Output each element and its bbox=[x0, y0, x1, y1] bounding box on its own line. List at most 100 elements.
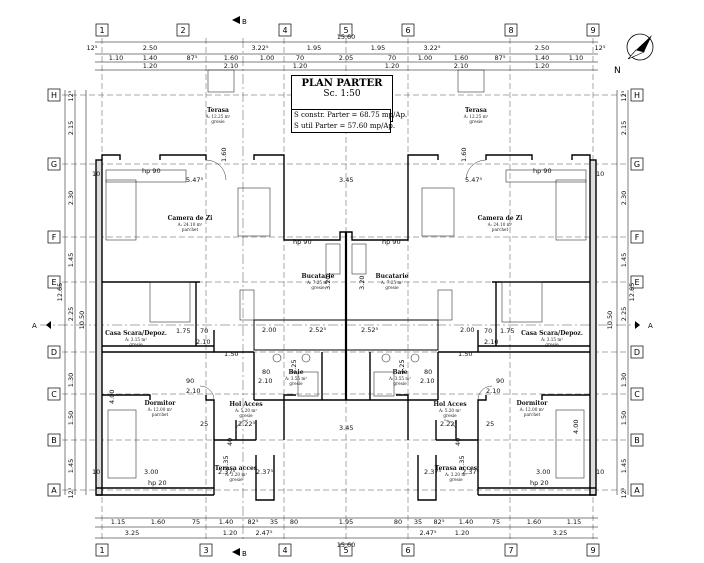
room-name-dormitor_r: Dormitor bbox=[517, 400, 549, 407]
dim-text: 1.10 bbox=[569, 54, 583, 62]
axis-label-E: E bbox=[634, 278, 639, 287]
dim-160-r: 1.60 bbox=[460, 148, 468, 162]
axis-label-6: 6 bbox=[405, 26, 410, 35]
dim-10-r: 10 bbox=[596, 170, 604, 178]
room-floor-terasa_r: gresie bbox=[469, 119, 483, 124]
section-b-top-icon bbox=[232, 16, 240, 24]
dim-text: 1.20 bbox=[293, 62, 307, 70]
dim-text: 2.25 bbox=[620, 307, 628, 321]
axis-bubble bbox=[176, 23, 190, 37]
axis-label-1: 1 bbox=[99, 546, 104, 555]
dim-text: 1.00 bbox=[418, 54, 432, 62]
dim-210-r: 2.10 bbox=[484, 338, 498, 346]
dim-text: 1.40 bbox=[535, 54, 549, 62]
dim-text: 1.40 bbox=[219, 518, 233, 526]
axis-label-A: A bbox=[634, 486, 640, 495]
dim-text: 3.22⁵ bbox=[251, 44, 268, 52]
room-name-terasa_r: Terasa bbox=[465, 107, 487, 114]
util-area-label: S util Parter = bbox=[294, 122, 346, 130]
dim-text: 2.50 bbox=[535, 44, 549, 52]
dim-text: 1.95 bbox=[339, 518, 353, 526]
dim-252-r: 2.52⁵ bbox=[361, 326, 378, 334]
dim-210b-r: 2.10 bbox=[486, 387, 500, 395]
dim-125-l: 1.25 bbox=[290, 360, 298, 374]
room-name-casa_r: Casa Scara/Depoz. bbox=[521, 330, 583, 337]
walls bbox=[95, 154, 597, 501]
dim-text: 1.50 bbox=[67, 411, 75, 425]
section-b-top-label: B bbox=[242, 18, 247, 26]
room-area-camera_r: A: 24.10 m² bbox=[487, 222, 513, 227]
axis-label-3: 3 bbox=[203, 546, 208, 555]
axis-bubble bbox=[47, 387, 61, 401]
room-area-baie_l: A: 3.55 m² bbox=[284, 376, 307, 381]
axis-bubble bbox=[47, 157, 61, 171]
room-area-bucatarie_l: A: 7.25 m² bbox=[306, 280, 329, 285]
dim-text: 1.60 bbox=[527, 518, 541, 526]
total-width-top: 15.60 bbox=[337, 33, 356, 41]
dim-text: 2.05 bbox=[339, 54, 353, 62]
dim-text: 1.60 bbox=[151, 518, 165, 526]
axis-label-2: 2 bbox=[180, 26, 185, 35]
dim-text: 75 bbox=[492, 518, 500, 526]
room-floor-casa_l: gresie bbox=[129, 342, 143, 347]
axis-bubble bbox=[278, 23, 292, 37]
plan-scale: Sc. 1:50 bbox=[323, 89, 361, 99]
dim-text: 1.45 bbox=[67, 253, 75, 267]
room-name-baie_l: Baie bbox=[288, 369, 303, 376]
axis-label-6: 6 bbox=[405, 546, 410, 555]
dim-text: 1.50 bbox=[620, 411, 628, 425]
room-area-terasa_r: A: 12.25 m² bbox=[463, 114, 489, 119]
dim-70-l: 70 bbox=[200, 327, 208, 335]
dim-80-r: 80 bbox=[424, 368, 432, 376]
dim-text: 1.15 bbox=[111, 518, 125, 526]
inner-dimensions: hp 90 5.47⁵ hp 90 5.47⁵ 3.45 3.45 hp 90 … bbox=[92, 148, 604, 487]
dim-237b-r: 2.37⁵ bbox=[462, 468, 479, 476]
axis-bubble bbox=[630, 88, 644, 102]
dim-hp90-l: hp 90 bbox=[142, 167, 161, 175]
dim-text: 70 bbox=[296, 54, 304, 62]
axis-bubble bbox=[95, 543, 109, 557]
axis-label-C: C bbox=[51, 390, 57, 399]
dim-text: 2.15 bbox=[620, 121, 628, 135]
room-area-baie_r: A: 3.55 m² bbox=[388, 376, 411, 381]
dim-text: 12⁵ bbox=[67, 90, 75, 101]
dim-252-l: 2.52⁵ bbox=[309, 326, 326, 334]
room-name-hol_l: Hol Acces bbox=[229, 401, 263, 408]
dim-10-l: 10 bbox=[92, 170, 100, 178]
room-floor-bucatarie_r: gresie bbox=[385, 285, 399, 290]
dim-150-r: 1.50 bbox=[458, 350, 472, 358]
plan-title: PLAN PARTER bbox=[301, 78, 383, 89]
dim-text: 12⁵ bbox=[87, 44, 98, 52]
dim-text: 3.22⁵ bbox=[423, 44, 440, 52]
dim-text: 35 bbox=[414, 518, 422, 526]
axis-bubble bbox=[630, 483, 644, 497]
axis-label-8: 8 bbox=[508, 26, 513, 35]
dim-210c-l: 2.10 bbox=[258, 377, 272, 385]
room-floor-terasa_acces_r: gresie bbox=[449, 477, 463, 482]
room-floor-camera_l: parchet bbox=[182, 227, 199, 232]
dim-text: 2.30 bbox=[620, 191, 628, 205]
room-name-baie_r: Baie bbox=[392, 369, 407, 376]
axis-bubble bbox=[586, 543, 600, 557]
axis-bubble bbox=[339, 23, 353, 37]
axis-label-G: G bbox=[51, 160, 57, 169]
dim-text: 1.60 bbox=[224, 54, 238, 62]
axis-bubble bbox=[630, 275, 644, 289]
dim-text: 12⁵ bbox=[620, 487, 628, 498]
dim-text: 87⁵ bbox=[495, 54, 506, 62]
dim-text: 3.25 bbox=[553, 529, 567, 537]
dim-text: 2.47⁵ bbox=[419, 529, 436, 537]
total-height-right: 12.65 bbox=[628, 283, 636, 302]
dim-text: 1.20 bbox=[385, 62, 399, 70]
dim-150-l: 1.50 bbox=[224, 350, 238, 358]
dim-text: 1.95 bbox=[307, 44, 321, 52]
axis-bubble bbox=[586, 23, 600, 37]
